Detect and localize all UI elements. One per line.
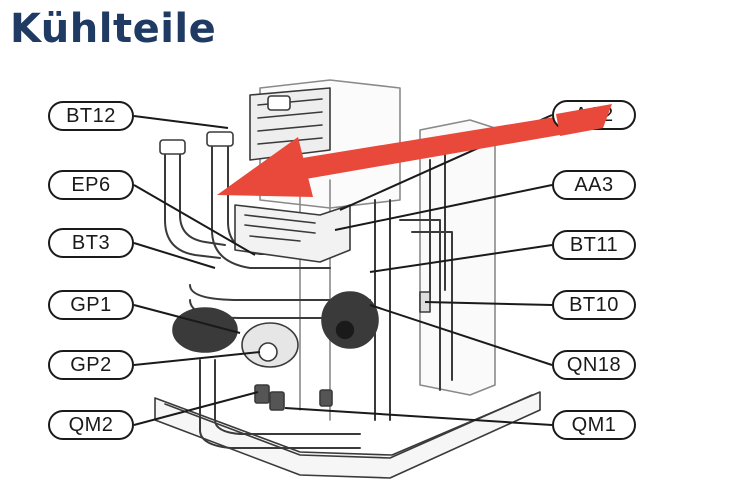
control-board <box>234 204 351 263</box>
label-qm2: QM2 <box>48 410 134 440</box>
label-bt10: BT10 <box>552 290 636 320</box>
circulation-pumps <box>172 291 379 368</box>
valves <box>254 384 333 411</box>
highlight-arrow <box>217 108 610 197</box>
label-bt3: BT3 <box>48 228 134 258</box>
label-bt11: BT11 <box>552 230 636 260</box>
label-qn18: QN18 <box>552 350 636 380</box>
pipe-stubs <box>159 95 291 155</box>
label-aa3: AA3 <box>552 170 636 200</box>
label-gp2: GP2 <box>48 350 134 380</box>
label-aa2: AA2 <box>552 100 636 130</box>
base-plate <box>154 391 541 479</box>
page-title: Kühlteile <box>10 6 217 52</box>
label-bt12: BT12 <box>48 101 134 131</box>
label-gp1: GP1 <box>48 290 134 320</box>
label-ep6: EP6 <box>48 170 134 200</box>
label-qm1: QM1 <box>552 410 636 440</box>
